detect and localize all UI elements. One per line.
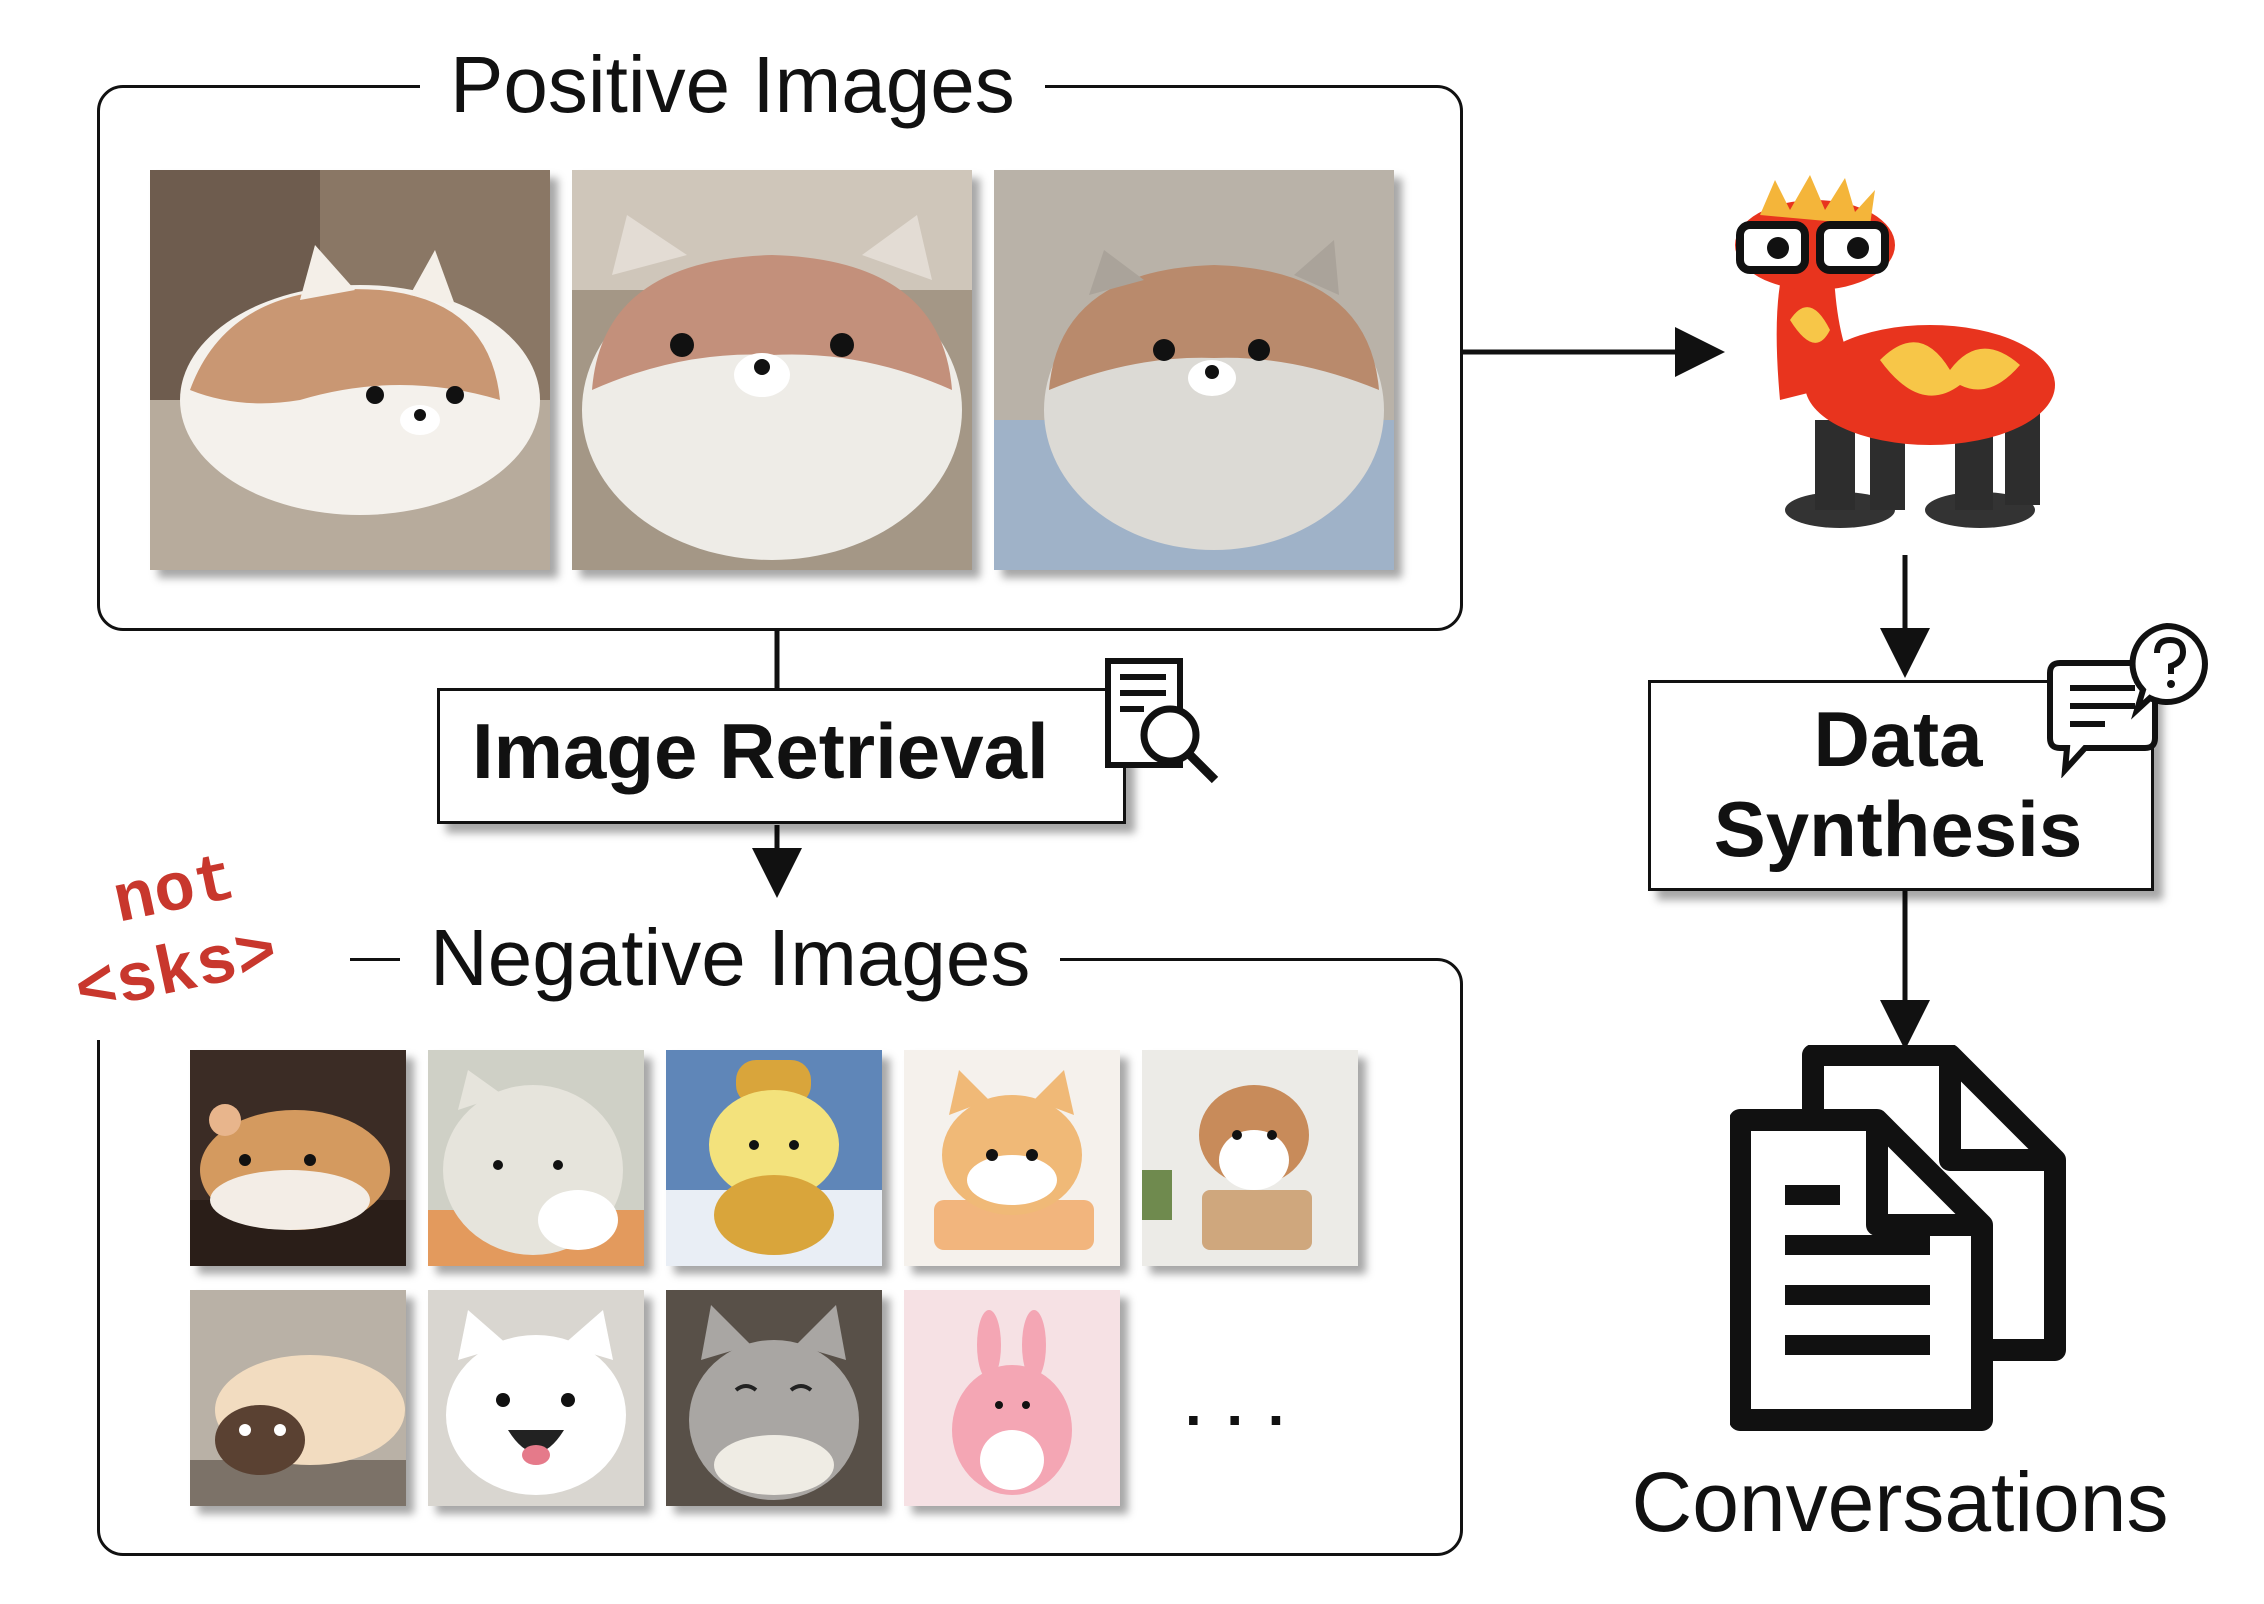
fire-llama-mascot bbox=[1735, 175, 2055, 528]
negative-image-4 bbox=[904, 1050, 1120, 1266]
negative-tag-backdrop bbox=[60, 920, 350, 1040]
negative-image-8 bbox=[666, 1290, 882, 1506]
negative-images-title: Negative Images bbox=[400, 918, 1061, 998]
data-synthesis-label-line1: Data bbox=[1813, 695, 1983, 783]
negative-image-5 bbox=[1142, 1050, 1358, 1266]
positive-images-title: Positive Images bbox=[420, 45, 1045, 125]
negative-image-9 bbox=[904, 1290, 1120, 1506]
documents-icon bbox=[1730, 1045, 2066, 1431]
data-synthesis-label-line2: Synthesis bbox=[1713, 785, 2083, 873]
positive-image-3 bbox=[994, 170, 1394, 570]
ellipsis: . . . bbox=[1185, 1371, 1289, 1438]
positive-image-1 bbox=[150, 170, 550, 570]
negative-image-3 bbox=[666, 1050, 882, 1266]
document-search-icon bbox=[1105, 658, 1219, 784]
positive-image-2 bbox=[572, 170, 972, 570]
negative-image-7 bbox=[428, 1290, 644, 1506]
image-retrieval-box bbox=[437, 688, 1126, 824]
chat-question-icon bbox=[2047, 622, 2208, 778]
negative-image-6 bbox=[190, 1290, 406, 1506]
conversations-label: Conversations bbox=[1631, 1455, 2169, 1549]
image-retrieval-label: Image Retrieval bbox=[472, 707, 1049, 795]
negative-image-2 bbox=[428, 1050, 644, 1266]
negative-image-1 bbox=[190, 1050, 406, 1266]
